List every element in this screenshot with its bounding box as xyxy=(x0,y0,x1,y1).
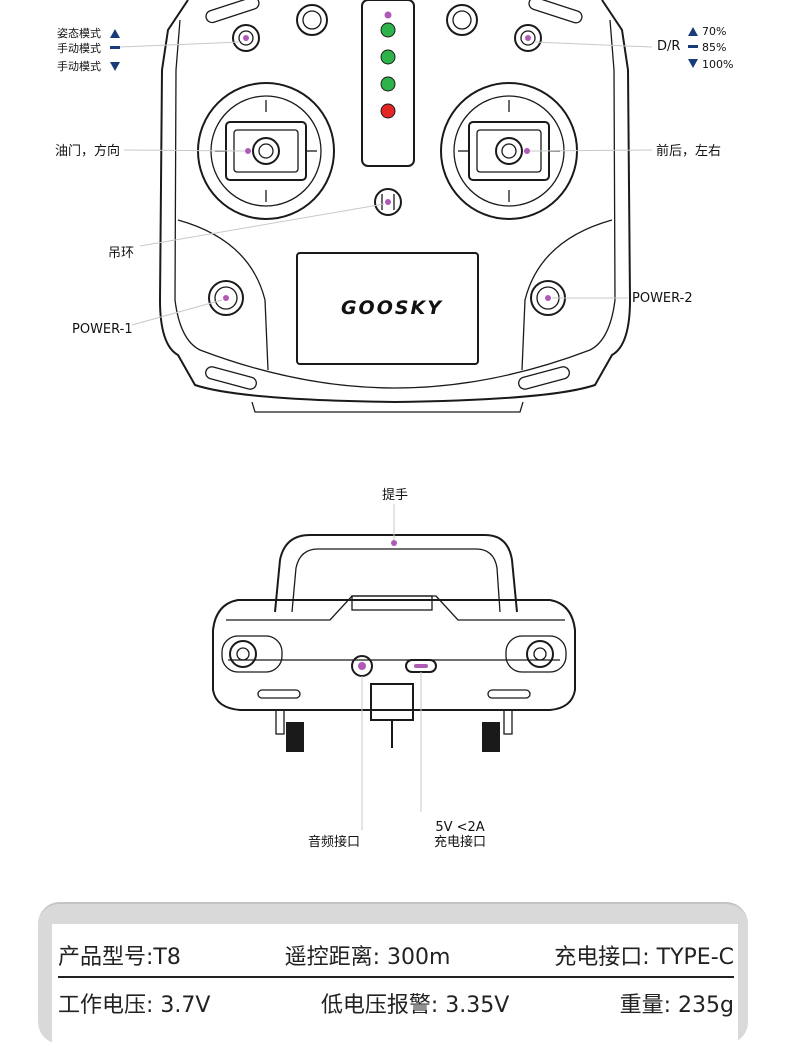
leader-left-stick xyxy=(123,149,246,152)
left-shoulder-slot xyxy=(205,0,260,24)
right-top-switch-inner xyxy=(533,647,547,661)
top-left-button xyxy=(296,4,328,36)
label-charge-port: 充电接口 xyxy=(434,834,486,850)
top-right-button xyxy=(446,4,478,36)
led-panel-marker xyxy=(384,11,392,19)
dash-icon xyxy=(688,45,698,48)
right-bottom-slot xyxy=(487,689,531,699)
top-body-outline xyxy=(212,599,576,711)
down-triangle-icon xyxy=(110,62,120,71)
hanger-marker xyxy=(385,199,391,205)
handle-marker xyxy=(391,540,397,546)
left-grip-pod xyxy=(221,635,283,673)
dr-switch-inner xyxy=(520,30,536,46)
down-triangle-icon xyxy=(688,59,698,68)
spec-row-2: 工作电压: 3.7V 低电压报警: 3.35V 重量: 235g xyxy=(58,982,734,1024)
led-green-1 xyxy=(380,22,396,38)
mode-switch-inner xyxy=(238,30,254,46)
leader-mode xyxy=(119,41,241,48)
label-dr-70: 70% xyxy=(702,25,726,38)
top-left-button-inner xyxy=(302,10,322,30)
hanger-tab xyxy=(370,683,414,721)
label-mode-manual-1: 手动模式 xyxy=(57,41,101,55)
handle-inner xyxy=(291,548,501,613)
spec-voltage: 工作电压: 3.7V xyxy=(58,993,211,1018)
mode-switch-marker xyxy=(243,35,249,41)
left-bottom-slot xyxy=(257,689,301,699)
label-dr: D/R xyxy=(657,39,680,54)
label-hanger: 吊环 xyxy=(108,246,134,261)
label-power-2: POWER-2 xyxy=(632,291,693,306)
right-stick-shaft xyxy=(482,722,500,752)
label-left-stick: 油门，方向 xyxy=(55,143,120,159)
right-grip-pod xyxy=(505,635,567,673)
leader-power-1 xyxy=(131,299,223,326)
leader-hanger xyxy=(139,203,385,247)
power-2-marker xyxy=(545,295,551,301)
usb-c-port-marker xyxy=(414,664,428,668)
label-mode-attitude: 姿态模式 xyxy=(57,27,101,40)
spec-weight: 重量: 235g xyxy=(619,993,734,1018)
left-grip xyxy=(177,219,269,371)
power-1-button xyxy=(208,280,244,316)
right-stick-guard xyxy=(503,709,513,735)
left-stick-shaft xyxy=(286,722,304,752)
controller-body-inner xyxy=(174,19,616,389)
leader-dr xyxy=(533,41,653,48)
right-top-switch xyxy=(526,640,554,668)
power-1-button-inner xyxy=(214,286,238,310)
hanger-ring xyxy=(374,188,402,216)
right-bottom-slot xyxy=(518,366,570,390)
label-right-stick: 前后，左右 xyxy=(656,143,721,159)
led-green-3 xyxy=(380,76,396,92)
dr-switch-marker xyxy=(525,35,531,41)
label-mode-manual-2: 手动模式 xyxy=(57,59,101,73)
led-red xyxy=(380,103,396,119)
left-top-switch xyxy=(229,640,257,668)
brand-logo: GOOSKY xyxy=(341,297,443,319)
label-dr-85: 85% xyxy=(702,41,726,54)
top-body-ridge xyxy=(351,595,433,611)
spec-row-1: 产品型号:T8 遥控距离: 300m 充电接口: TYPE-C xyxy=(58,934,734,978)
up-triangle-icon xyxy=(110,29,120,38)
controller-diagram: GOOSKY 姿态模式 手动模式 手动模式 D/R 70% 85% 100% 油… xyxy=(55,0,733,850)
label-dr-100: 100% xyxy=(702,58,733,71)
right-grip xyxy=(521,219,613,371)
spec-model: 产品型号:T8 xyxy=(58,945,181,970)
label-charge-spec: 5V <2A xyxy=(435,820,484,835)
led-green-2 xyxy=(380,49,396,65)
label-handle: 提手 xyxy=(382,487,408,503)
screen xyxy=(296,252,479,365)
label-power-1: POWER-1 xyxy=(72,322,133,337)
audio-port-marker xyxy=(358,662,366,670)
dr-switch xyxy=(514,24,542,52)
front-view: GOOSKY 姿态模式 手动模式 手动模式 D/R 70% 85% 100% 油… xyxy=(55,0,733,413)
top-view: 提手 音频接口 5V <2A 充电接口 xyxy=(212,487,576,850)
dash-icon xyxy=(110,46,120,49)
mode-switch xyxy=(232,24,260,52)
power-1-marker xyxy=(223,295,229,301)
handle xyxy=(274,534,518,613)
spec-charge-port: 充电接口: TYPE-C xyxy=(554,945,734,970)
left-bottom-slot xyxy=(205,366,257,390)
label-audio-port: 音频接口 xyxy=(308,834,360,850)
leader-right-stick xyxy=(529,149,653,152)
up-triangle-icon xyxy=(688,27,698,36)
spec-range: 遥控距离: 300m xyxy=(284,945,451,970)
led-panel xyxy=(361,0,415,167)
left-stick-guard xyxy=(275,709,285,735)
top-right-button-inner xyxy=(452,10,472,30)
right-shoulder-slot xyxy=(528,0,583,24)
left-top-switch-inner xyxy=(236,647,250,661)
spec-low-voltage-alarm: 低电压报警: 3.35V xyxy=(320,993,510,1018)
controller-base-lip xyxy=(251,401,524,413)
controller-body-outline xyxy=(158,0,632,404)
